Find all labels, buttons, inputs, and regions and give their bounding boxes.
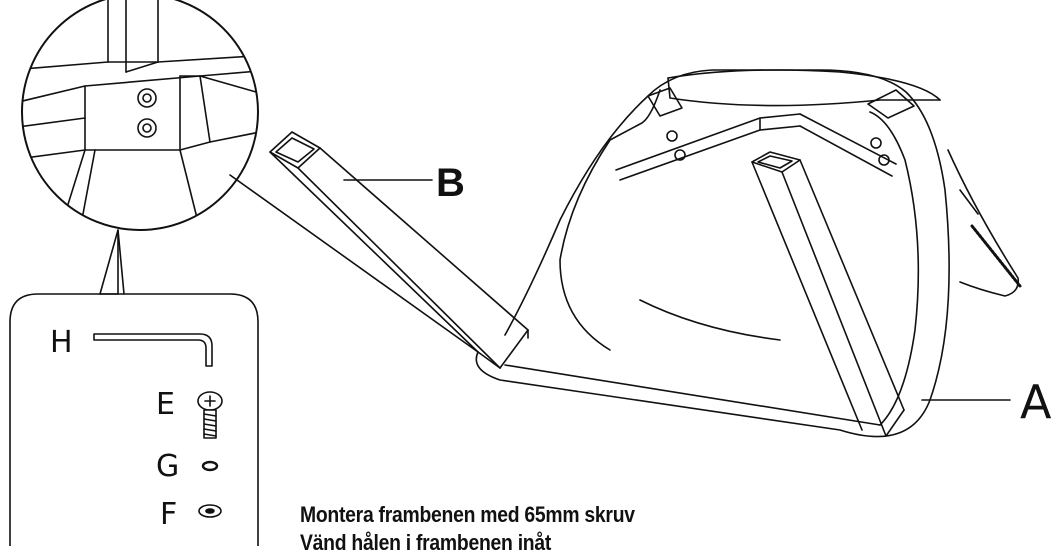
bolt-head-upper-icon [137, 88, 157, 108]
detail-pointer [229, 174, 479, 353]
instruction-line-2: Vänd hålen i frambenen inåt [300, 530, 552, 555]
front-leg-b [269, 131, 529, 369]
detail-magnifier [21, 0, 259, 231]
label-f: F [160, 497, 177, 532]
spring-washer-icon [201, 460, 219, 472]
allen-key-icon [93, 333, 213, 367]
instruction-line-1: Montera frambenen med 65mm skruv [300, 502, 635, 527]
label-a: A [1020, 375, 1052, 429]
label-h: H [50, 325, 73, 360]
parts-box [9, 293, 259, 547]
label-g: G [156, 449, 179, 484]
label-b: B [436, 161, 465, 205]
chair-seat-a [475, 69, 1022, 438]
label-e: E [156, 387, 175, 422]
detail-closeup [22, 0, 258, 230]
bolt-icon [197, 391, 223, 439]
bolt-head-lower-icon [137, 118, 157, 138]
flat-washer-icon [198, 504, 222, 518]
